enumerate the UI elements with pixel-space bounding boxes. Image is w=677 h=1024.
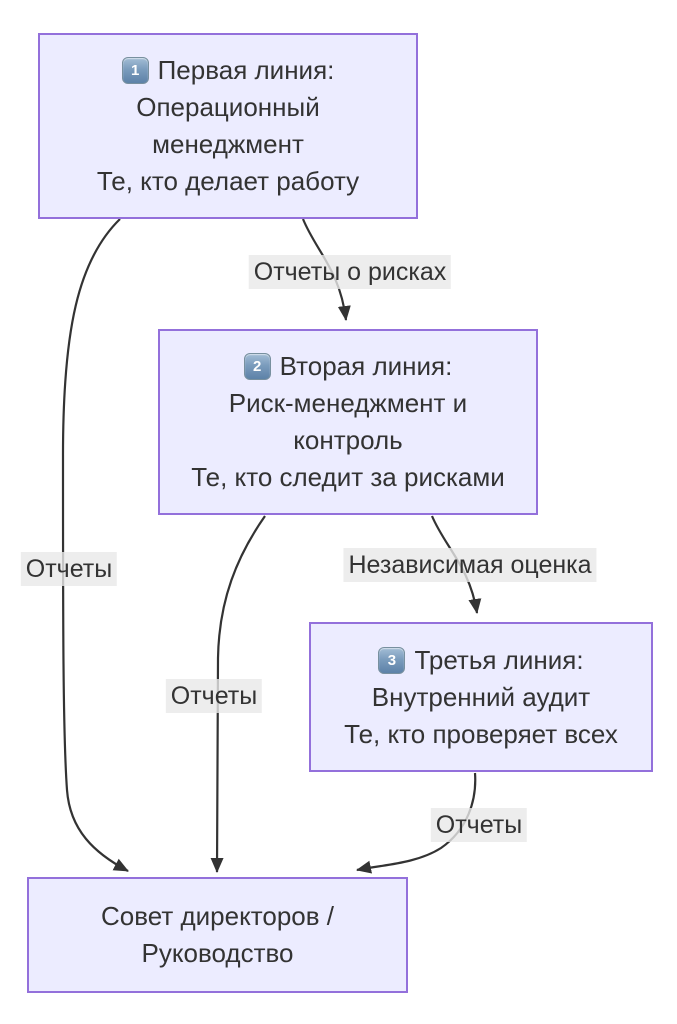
edge-label-reports-right: Отчеты: [430, 808, 528, 842]
edge-first-line-to-board: [61, 218, 129, 872]
node-second-line-title-row: 2 Вторая линия:: [243, 348, 453, 385]
node-first-line-title-row: 1 Первая линия:: [121, 52, 335, 89]
edge-label-reports-left: Отчеты: [20, 552, 118, 586]
keycap-1-icon: 1: [121, 57, 149, 84]
node-board-title: Совет директоров /: [100, 901, 335, 931]
node-third-line: 3 Третья линия: Внутренний аудит Те, кто…: [309, 622, 653, 772]
node-board: Совет директоров / Руководство: [27, 877, 408, 993]
node-third-line-title-row: 3 Третья линия:: [378, 642, 584, 679]
edge-second-line-to-board: [210, 515, 266, 873]
node-board-title-row: Совет директоров /: [101, 898, 334, 935]
keycap-3-icon: 3: [378, 646, 406, 674]
node-second-line-body: Риск-менеджмент и контроль Те, кто следи…: [191, 388, 505, 492]
node-first-line: 1 Первая линия: Операционный менеджмент …: [38, 33, 418, 219]
edge-label-risk-reports: Отчеты о рисках: [248, 255, 452, 289]
node-first-line-body: Операционный менеджмент Те, кто делает р…: [96, 92, 360, 196]
edge-third-line-to-board: [356, 772, 477, 874]
node-third-line-title: Третья линия:: [414, 644, 584, 675]
node-second-line-title: Вторая линия:: [279, 351, 453, 381]
node-first-line-title: Первая линия:: [157, 55, 335, 85]
node-second-line: 2 Вторая линия: Риск-менеджмент и контро…: [158, 329, 538, 515]
node-board-body: Руководство: [141, 938, 294, 968]
edge-label-reports-middle: Отчеты: [165, 679, 263, 713]
edge-label-independent-assessment: Независимая оценка: [343, 548, 597, 582]
node-third-line-body: Внутренний аудит Те, кто проверяет всех: [344, 681, 618, 749]
keycap-2-icon: 2: [243, 353, 271, 380]
